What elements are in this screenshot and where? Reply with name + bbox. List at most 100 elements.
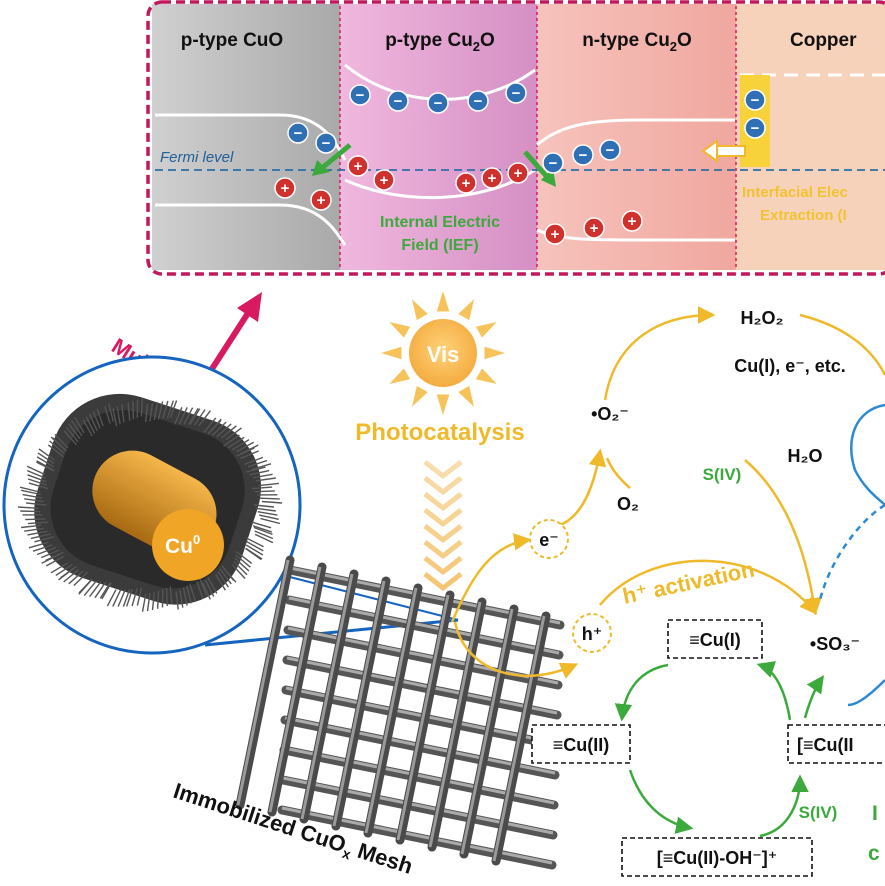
- mesh-wire-vertical: [363, 583, 423, 838]
- whisker: [253, 504, 275, 508]
- electron: −: [542, 152, 564, 174]
- whisker: [245, 540, 264, 552]
- electron: −: [467, 90, 489, 112]
- light-chevron: [423, 572, 463, 592]
- sun-ray: [436, 394, 450, 415]
- whisker: [220, 425, 237, 439]
- mesh-wire-highlight: [396, 594, 450, 841]
- whisker: [149, 402, 154, 422]
- whisker: [60, 565, 77, 579]
- mesh-wire-vertical: [459, 604, 519, 859]
- zoom-connector-upper: [281, 574, 459, 621]
- whisker: [202, 582, 211, 600]
- whisker: [112, 589, 122, 607]
- whisker: [28, 482, 49, 490]
- hole: +: [544, 223, 566, 245]
- whisker: [140, 398, 144, 417]
- ief-label-line2: Field (IEF): [401, 237, 478, 254]
- whisker: [112, 408, 118, 427]
- svg-text:+: +: [354, 158, 363, 175]
- cuox-mesh-illustration: [235, 555, 565, 870]
- whisker: [216, 423, 232, 438]
- whisker: [162, 400, 169, 419]
- whisker: [236, 441, 255, 453]
- cu-ii-right-box: [787, 724, 885, 764]
- whisker: [26, 469, 46, 479]
- whisker: [146, 592, 151, 612]
- hole: +: [583, 217, 605, 239]
- sun-ray: [389, 368, 411, 384]
- whisker: [253, 526, 273, 536]
- yellow-pathways: [450, 306, 885, 679]
- whisker: [223, 434, 240, 447]
- mesh-wire-horizontal: [278, 775, 558, 840]
- whisker: [236, 551, 253, 564]
- sun-ray: [475, 368, 497, 384]
- whisker: [259, 497, 280, 500]
- whisker: [85, 416, 96, 434]
- whisker: [259, 514, 279, 520]
- cut-green-label-2: c: [868, 842, 880, 865]
- whisker: [169, 400, 178, 418]
- svg-text:−: −: [294, 125, 303, 142]
- whisker: [99, 582, 111, 599]
- svg-text:−: −: [474, 93, 483, 110]
- svg-text:−: −: [322, 135, 331, 152]
- hole: +: [455, 172, 477, 194]
- sun-ray: [381, 346, 402, 360]
- whisker: [203, 417, 217, 434]
- whisker: [166, 400, 174, 419]
- mesh-wire-horizontal: [277, 805, 557, 870]
- svg-text:+: +: [380, 172, 389, 189]
- svg-text:−: −: [394, 93, 403, 110]
- whisker: [231, 564, 246, 579]
- cu2o-p-header: p-type Cu2O: [385, 30, 495, 54]
- mesh-wire-highlight: [364, 587, 418, 834]
- electron: −: [744, 117, 766, 139]
- whisker: [21, 489, 41, 496]
- whisker: [54, 433, 69, 449]
- whisker: [183, 407, 194, 425]
- mesh-wire-highlight: [300, 573, 354, 820]
- electron: −: [315, 132, 337, 154]
- interfacial-label-line2: Extraction (I: [760, 207, 847, 224]
- sun-ray: [458, 299, 474, 321]
- h2o-label: H₂O: [788, 446, 823, 466]
- nanowire-whiskers: [17, 398, 283, 612]
- whisker: [122, 589, 131, 607]
- whisker: [157, 401, 164, 420]
- cuo-column: [152, 4, 340, 270]
- whisker: [245, 537, 264, 548]
- whisker: [32, 544, 53, 552]
- mesh-wire-vertical: [427, 597, 487, 852]
- whisker: [219, 568, 232, 585]
- whisker: [252, 473, 273, 479]
- light-chevron: [423, 556, 463, 576]
- ief-arrow-left: [312, 143, 352, 176]
- s-iv-top-label: S(IV): [703, 465, 742, 484]
- whisker: [231, 439, 250, 451]
- whisker: [227, 436, 245, 449]
- zoom-arrow: [205, 292, 262, 377]
- whisker: [92, 411, 101, 429]
- green-cycle: [614, 661, 825, 838]
- whisker: [63, 430, 78, 446]
- hole: +: [621, 210, 643, 232]
- sun-ray: [412, 299, 428, 321]
- whisker: [34, 536, 55, 543]
- light-chevron: [423, 492, 463, 512]
- whisker: [65, 426, 79, 443]
- whisker: [186, 585, 192, 604]
- sun-ray: [484, 346, 505, 360]
- sun-ray: [458, 385, 474, 407]
- cu-i-label: ≡Cu(I): [689, 630, 741, 650]
- band-diagram-panel: p-type CuO p-type Cu2O n-type Cu2O Coppe…: [146, 0, 885, 276]
- whisker: [136, 587, 143, 606]
- electron: −: [599, 139, 621, 161]
- whisker: [258, 482, 279, 487]
- whisker: [254, 530, 274, 540]
- whisker: [247, 459, 268, 468]
- whisker: [37, 452, 55, 465]
- mesh-wire-vertical: [395, 590, 455, 845]
